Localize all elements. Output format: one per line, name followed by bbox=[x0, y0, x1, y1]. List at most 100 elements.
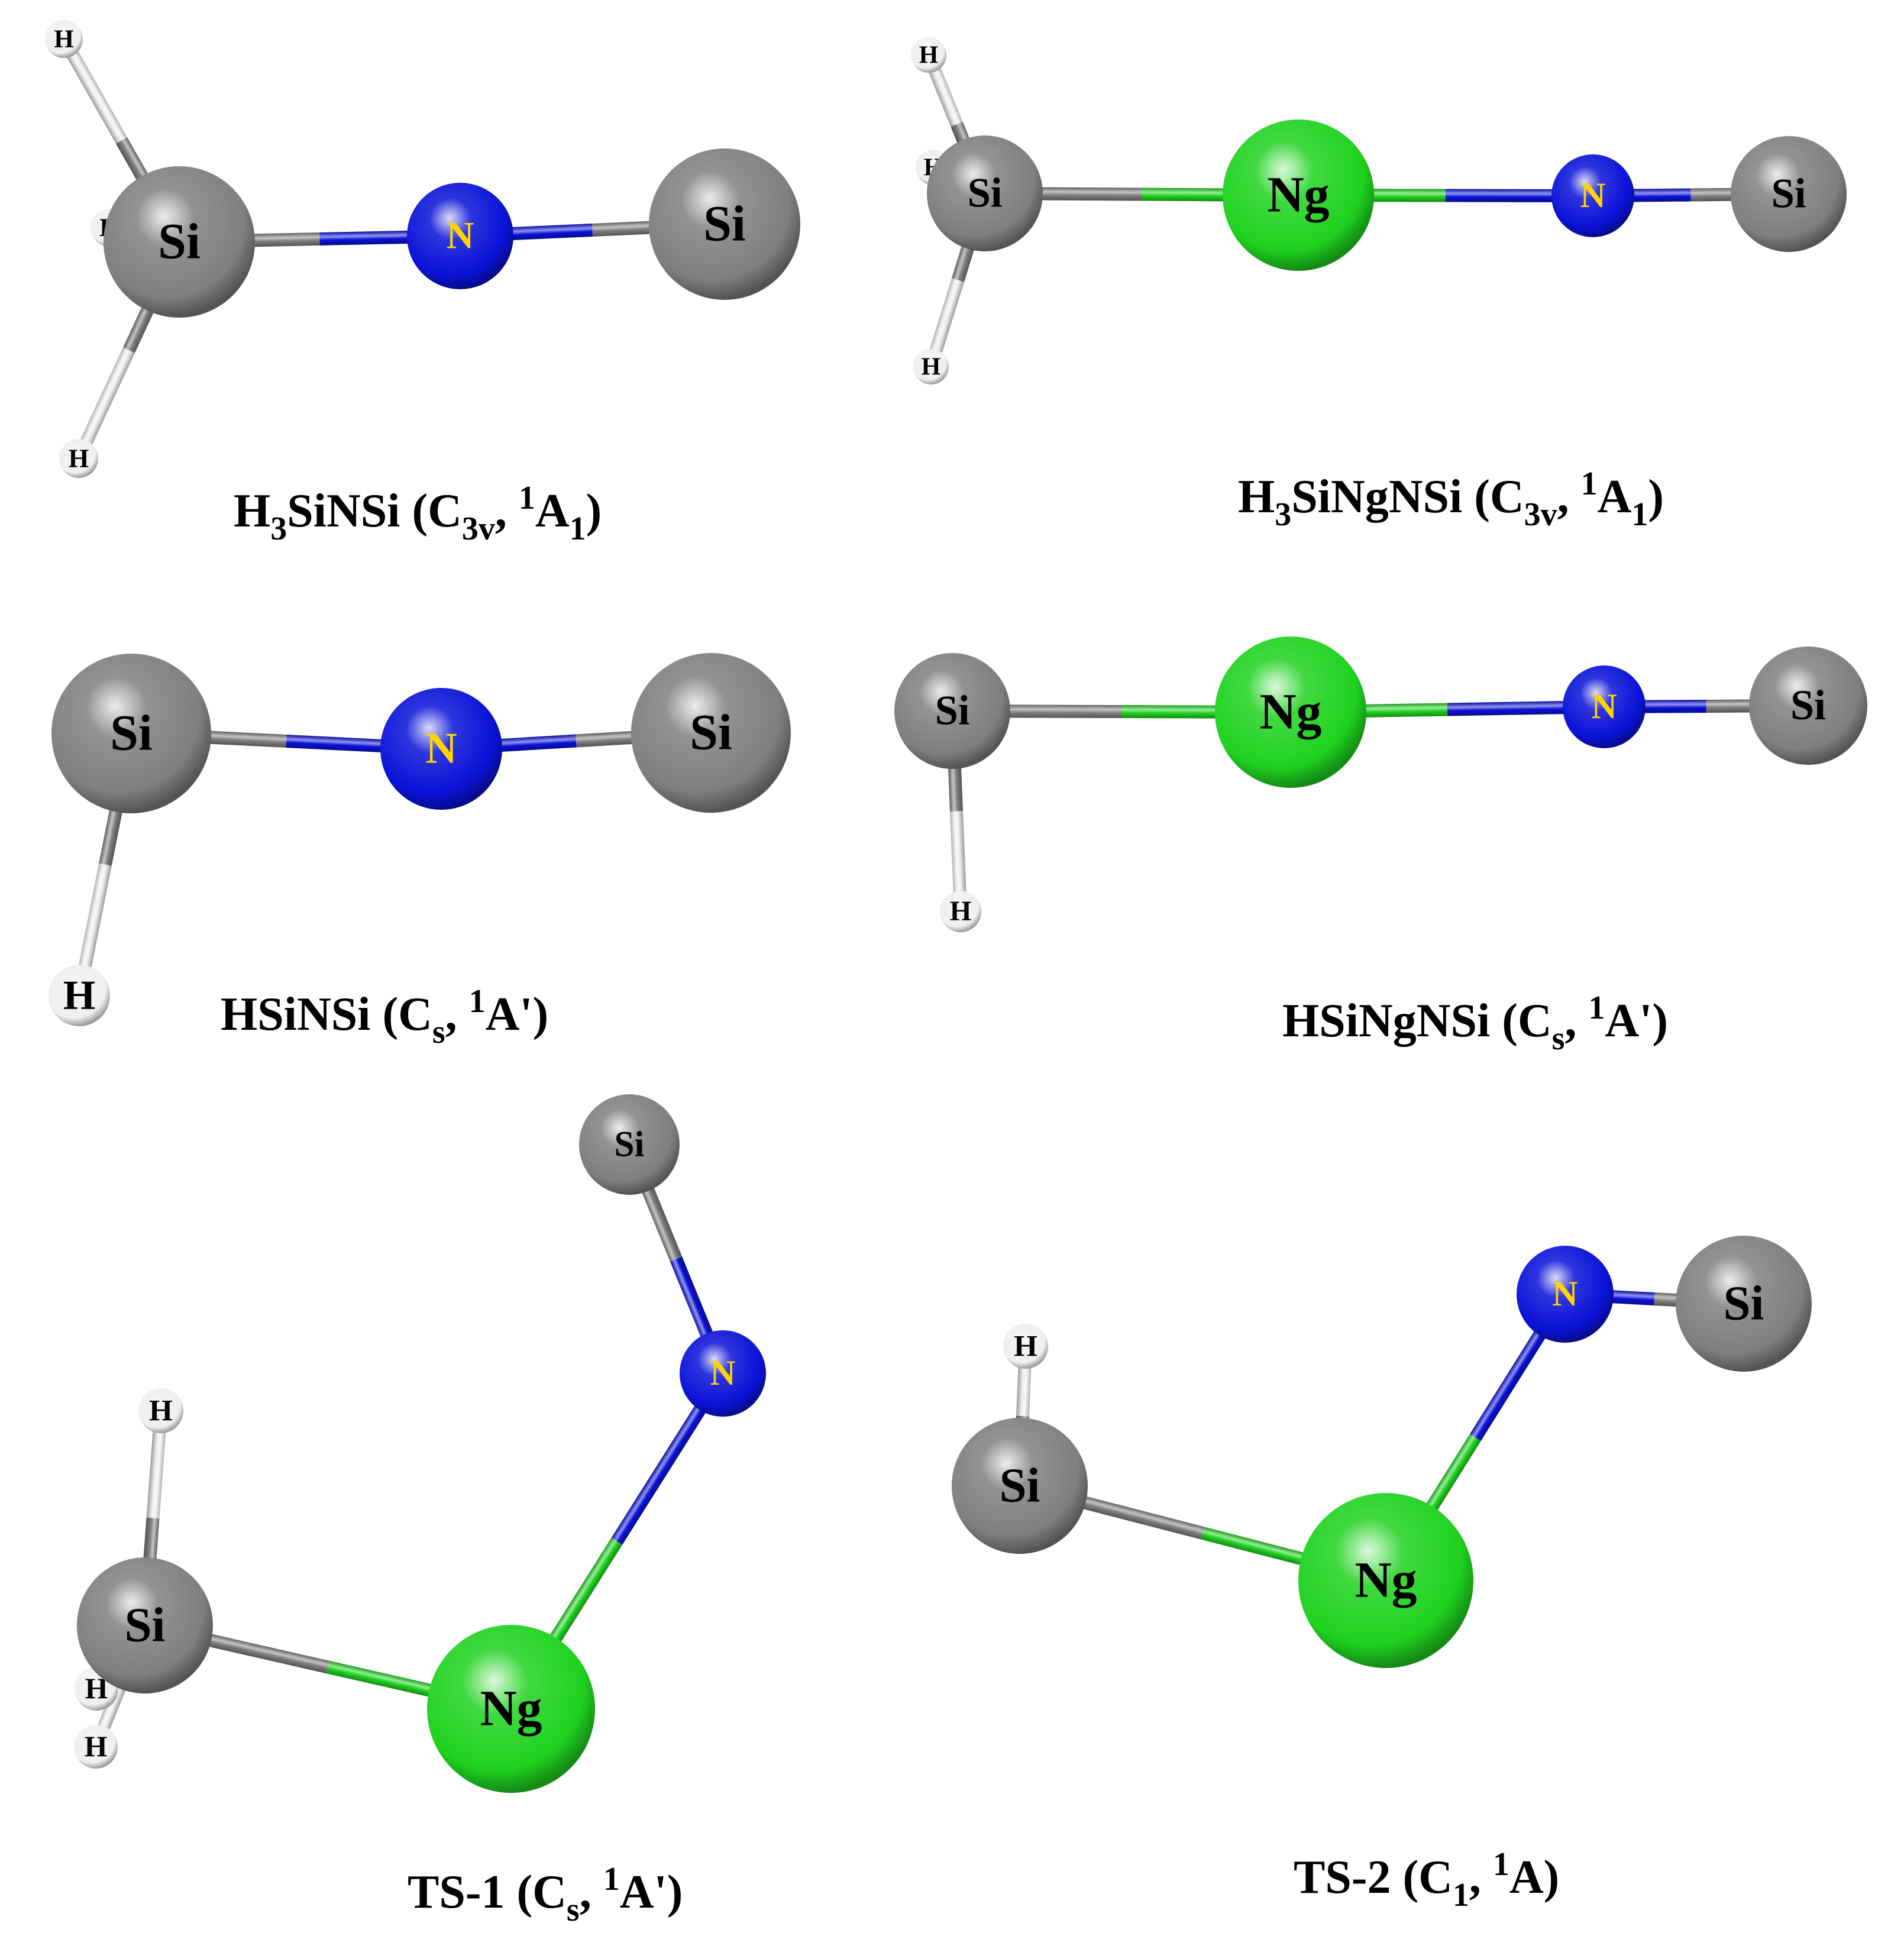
bond-half bbox=[924, 278, 965, 369]
atom-label: Si bbox=[968, 170, 1003, 216]
atom-noble-gas: Ng bbox=[1298, 1493, 1473, 1668]
atom-silicon: Si bbox=[894, 653, 1010, 769]
atom-silicon: Si bbox=[631, 653, 791, 813]
caption-subscript: 1 bbox=[570, 510, 586, 547]
atom-label: Si bbox=[935, 688, 970, 734]
atom-nitrogen: N bbox=[407, 183, 513, 289]
caption-text: TS-2 (C bbox=[1294, 1851, 1453, 1903]
caption-subscript: 3v bbox=[462, 510, 495, 547]
atom-label: H bbox=[149, 1394, 173, 1427]
atom-label: N bbox=[425, 725, 457, 773]
atom-sphere bbox=[1298, 1493, 1473, 1668]
caption-text: ) bbox=[586, 485, 602, 537]
bond-half bbox=[73, 347, 135, 461]
atom-silicon: Si bbox=[104, 166, 255, 318]
caption-text: A bbox=[1598, 471, 1632, 523]
atom-sphere bbox=[579, 1094, 680, 1195]
atom-label: H bbox=[54, 25, 74, 53]
molecule-caption: TS-2 (C1, 1A) bbox=[1294, 1846, 1559, 1914]
atom-sphere bbox=[680, 1330, 766, 1417]
atom-sphere bbox=[1551, 154, 1634, 237]
atom-label: Si bbox=[124, 1597, 165, 1651]
caption-text: H bbox=[234, 485, 270, 537]
atom-label: Si bbox=[110, 704, 153, 761]
atom-sphere bbox=[913, 349, 949, 384]
caption-text: H bbox=[1238, 471, 1275, 523]
atom-label: Si bbox=[703, 195, 746, 252]
atom-label: Ng bbox=[1267, 166, 1329, 223]
atom-sphere bbox=[77, 1557, 213, 1693]
caption-superscript: 1 bbox=[469, 983, 486, 1020]
atom-label: N bbox=[447, 215, 474, 257]
bonds bbox=[946, 699, 1809, 912]
bond-half bbox=[950, 811, 967, 912]
atom-hydrogen: H bbox=[138, 1388, 183, 1433]
caption-text: , bbox=[445, 988, 469, 1040]
atom-nitrogen: N bbox=[680, 1330, 766, 1417]
atom-silicon: Si bbox=[1731, 136, 1847, 252]
atom-sphere bbox=[952, 1418, 1088, 1554]
caption-text: A') bbox=[1605, 995, 1668, 1047]
atom-sphere bbox=[940, 891, 981, 932]
atom-sphere bbox=[894, 653, 1010, 769]
molecule-caption: HSiNSi (Cs, 1A') bbox=[221, 983, 548, 1051]
atom-hydrogen: H bbox=[45, 20, 83, 58]
caption-superscript: 1 bbox=[519, 480, 535, 516]
atom-sphere bbox=[631, 653, 791, 813]
caption-superscript: 1 bbox=[1588, 990, 1605, 1026]
caption-subscript: s bbox=[432, 1014, 445, 1051]
caption-text: A') bbox=[620, 1866, 683, 1918]
atoms: H Si N Si bbox=[49, 653, 791, 1026]
caption-text: , bbox=[1564, 995, 1588, 1047]
caption-text: TS-1 (C bbox=[408, 1866, 567, 1918]
atom-label: N bbox=[1580, 176, 1605, 215]
caption-subscript: 3 bbox=[270, 510, 287, 547]
caption-subscript: 1 bbox=[1631, 496, 1648, 533]
atom-sphere bbox=[649, 148, 800, 300]
molecule-caption: H3SiNSi (C3v, 1A1) bbox=[234, 480, 602, 547]
atom-sphere bbox=[51, 654, 211, 813]
atom-hydrogen: H bbox=[1003, 1324, 1048, 1369]
bond-half bbox=[58, 35, 128, 144]
atom-label: Ng bbox=[1259, 683, 1321, 740]
atom-label: H bbox=[63, 972, 96, 1018]
atom-label: Si bbox=[999, 1457, 1040, 1512]
atom-sphere bbox=[1563, 665, 1646, 748]
atom-sphere bbox=[1676, 1236, 1812, 1372]
atom-sphere bbox=[49, 965, 110, 1026]
caption-subscript: s bbox=[1552, 1020, 1565, 1057]
atom-sphere bbox=[1517, 1246, 1614, 1343]
atom-label: Si bbox=[1723, 1275, 1764, 1330]
atom-sphere bbox=[1749, 647, 1867, 765]
atom-label: Si bbox=[1790, 681, 1826, 729]
atom-label: H bbox=[69, 443, 89, 473]
atom-noble-gas: Ng bbox=[1223, 119, 1374, 271]
caption-text: HSiNSi (C bbox=[221, 988, 432, 1040]
atom-nitrogen: N bbox=[1563, 665, 1646, 748]
caption-subscript: s bbox=[567, 1892, 580, 1928]
atom-silicon: Si bbox=[952, 1418, 1088, 1554]
caption-superscript: 1 bbox=[1581, 466, 1598, 502]
atom-silicon: Si bbox=[1749, 647, 1867, 765]
atom-silicon: Si bbox=[51, 654, 211, 813]
atom-hydrogen: H bbox=[911, 37, 946, 73]
atom-sphere bbox=[45, 20, 83, 58]
atom-sphere bbox=[911, 37, 946, 73]
atom-sphere bbox=[427, 1625, 595, 1793]
atom-nitrogen: N bbox=[1551, 154, 1634, 237]
caption-superscript: 1 bbox=[1493, 1846, 1509, 1883]
atom-label: Si bbox=[1772, 171, 1806, 217]
atom-label: Ng bbox=[480, 1680, 542, 1737]
atom-label: H bbox=[919, 41, 939, 69]
atom-silicon: Si bbox=[927, 135, 1043, 251]
caption-text: , bbox=[1469, 1851, 1493, 1903]
atom-sphere bbox=[927, 135, 1043, 251]
atom-label: N bbox=[710, 1353, 735, 1392]
atom-sphere bbox=[1003, 1324, 1048, 1369]
molecule-caption: H3SiNgNSi (C3v, 1A1) bbox=[1238, 466, 1664, 533]
